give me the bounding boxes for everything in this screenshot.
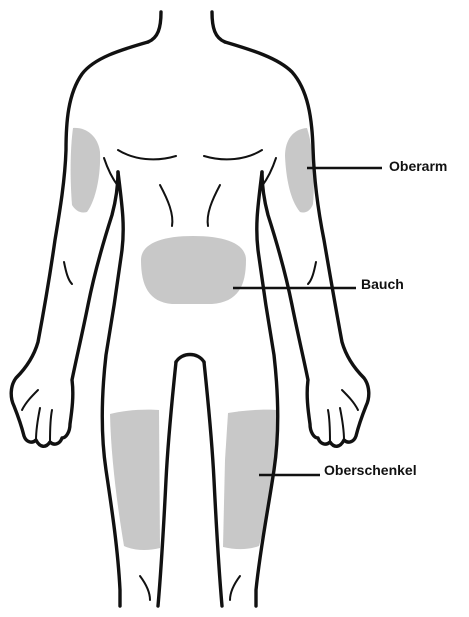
right-elbow-crease [308, 262, 316, 284]
right-thigh-zone [223, 410, 277, 550]
thigh-label: Oberschenkel [324, 462, 417, 478]
right-knee-line [230, 576, 240, 600]
right-inner-leg [204, 362, 222, 606]
abdomen-label: Bauch [361, 276, 404, 292]
neck-left [148, 12, 161, 42]
left-chest-line [118, 150, 176, 159]
right-upper-arm-zone [285, 128, 314, 213]
neck-right [212, 12, 225, 42]
left-outer-contour [11, 42, 148, 446]
left-armpit-line [104, 158, 118, 186]
left-fingers [36, 408, 52, 442]
left-inner-leg [158, 362, 176, 606]
left-elbow-crease [64, 262, 72, 284]
left-thumb [22, 390, 38, 410]
abdomen-zone [141, 236, 246, 304]
right-chest-line [204, 150, 262, 159]
right-armpit-line [262, 158, 276, 186]
left-upper-arm-zone [71, 128, 101, 213]
right-outer-contour [225, 42, 369, 446]
left-thigh-zone [110, 410, 160, 550]
right-fingers [328, 408, 344, 442]
crotch [176, 355, 204, 363]
body-outline [11, 12, 369, 606]
left-knee-line [140, 576, 150, 600]
right-thumb [342, 390, 358, 410]
right-rib-line [208, 185, 220, 226]
left-rib-line [160, 185, 172, 226]
upper-arm-label: Oberarm [389, 158, 447, 174]
